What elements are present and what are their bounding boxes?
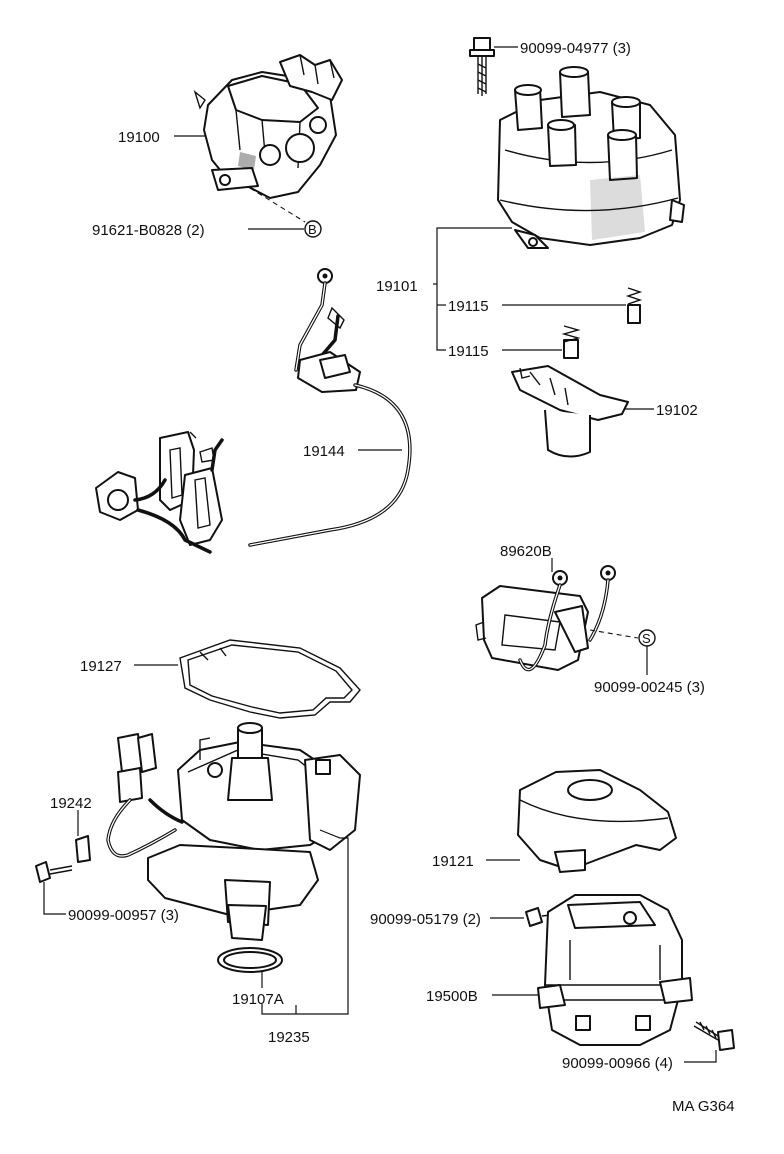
label-19500b: 19500B: [426, 988, 478, 1005]
distributor-cap-illustration: [497, 66, 685, 249]
label-89620b: 89620B: [500, 543, 552, 560]
label-90099-04977: 90099-04977 (3): [520, 40, 631, 57]
harness-illustration: [95, 268, 412, 554]
label-19102: 19102: [656, 402, 698, 419]
label-19115-upper: 19115: [448, 298, 489, 315]
label-19115-lower: 19115: [448, 343, 489, 360]
igniter-illustration: [475, 565, 616, 672]
housing-illustration: [537, 894, 693, 1046]
gasket-illustration: [179, 639, 361, 719]
housing-bolt-illustration: [693, 1021, 735, 1051]
marker-s: S: [642, 631, 651, 646]
spring-lower-illustration: [561, 325, 581, 359]
label-91621-b0828: 91621-B0828 (2): [92, 222, 205, 239]
label-19101: 19101: [376, 278, 418, 295]
label-19121: 19121: [432, 853, 474, 870]
housing-cover-illustration: [517, 769, 677, 873]
label-19242: 19242: [50, 795, 92, 812]
marker-b: B: [308, 222, 317, 237]
figure-code: MA G364: [672, 1098, 735, 1115]
rotor-illustration: [511, 365, 629, 458]
label-90099-00957: 90099-00957 (3): [68, 907, 179, 924]
label-90099-00966: 90099-00966 (4): [562, 1055, 673, 1072]
label-19235: 19235: [268, 1029, 310, 1046]
label-90099-05179: 90099-05179 (2): [370, 911, 481, 928]
label-19127: 19127: [80, 658, 122, 675]
spring-upper-illustration: [625, 287, 643, 324]
o-ring-illustration: [217, 947, 283, 973]
cap-bolt-illustration: [469, 37, 495, 96]
clamp-bolt-illustration: [35, 861, 73, 883]
label-19100: 19100: [118, 129, 160, 146]
label-19144: 19144: [303, 443, 345, 460]
label-90099-00245: 90099-00245 (3): [594, 679, 705, 696]
distributor-assy-illustration: [193, 54, 343, 199]
housing-screw-illustration: [525, 907, 561, 927]
distributor-body-illustration: [75, 722, 361, 941]
label-19107a: 19107A: [232, 991, 284, 1008]
